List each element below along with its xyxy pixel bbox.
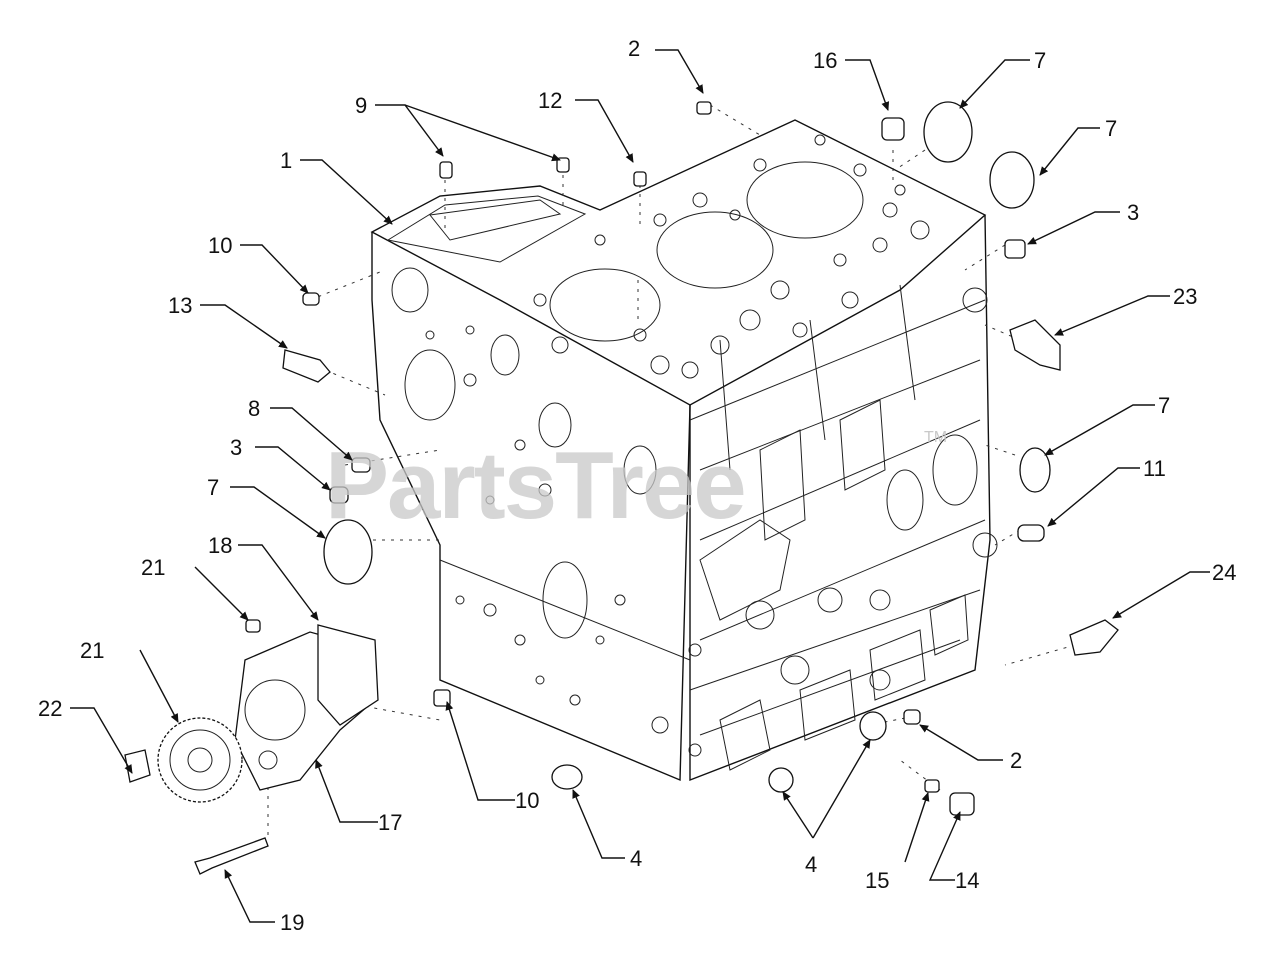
callout-5: 7 <box>1105 116 1117 141</box>
callout-7-left: 7 <box>207 475 219 500</box>
callout-15: 15 <box>865 868 889 893</box>
plug-4-c <box>859 711 887 741</box>
watermark-text: PartsTree <box>325 432 745 539</box>
plug-5 <box>989 151 1035 209</box>
switch-13 <box>282 349 331 383</box>
pin-9-left <box>439 161 453 179</box>
seal-7-left <box>323 519 373 585</box>
pin-10-upper <box>302 292 320 306</box>
plug-2-bottom <box>903 709 921 725</box>
bolt-14 <box>949 792 975 816</box>
callout-4-left: 4 <box>630 846 642 871</box>
bolt-19 <box>194 837 269 875</box>
callout-10-upper: 10 <box>208 233 232 258</box>
callout-12: 12 <box>538 88 562 113</box>
pin-9-right <box>556 157 570 173</box>
gear-20 <box>157 717 243 803</box>
plug-3-left <box>329 486 349 504</box>
callout-6: 7 <box>1158 393 1170 418</box>
plug-7-top <box>923 101 973 163</box>
callout-4-right: 4 <box>805 852 817 877</box>
callout-21: 21 <box>141 555 165 580</box>
callout-10-lower: 10 <box>515 788 539 813</box>
pin-21 <box>245 619 261 633</box>
nut-22 <box>124 749 151 783</box>
cylinder-block <box>370 119 998 782</box>
callout-1: 1 <box>280 148 292 173</box>
callout-7-top: 7 <box>1034 48 1046 73</box>
sensor-23 <box>1009 319 1061 371</box>
gasket-18 <box>317 624 379 726</box>
callout-labels: 2 16 7 7 3 23 7 11 24 12 9 1 10 13 8 3 7… <box>38 36 1236 935</box>
leader-lines <box>70 49 1210 923</box>
callout-23: 23 <box>1173 284 1197 309</box>
callout-14: 14 <box>955 868 979 893</box>
callout-2-bottom: 2 <box>1010 748 1022 773</box>
small-parts <box>124 101 1119 875</box>
plug-24 <box>1069 619 1119 656</box>
plug-6 <box>1019 447 1051 493</box>
callout-11: 11 <box>1143 456 1166 481</box>
plug-3-right <box>1004 239 1026 259</box>
callout-18: 18 <box>208 533 232 558</box>
callout-3-right: 3 <box>1127 200 1139 225</box>
callout-8: 8 <box>248 396 260 421</box>
plug-4-b <box>768 767 794 793</box>
plug-4-a <box>551 764 583 790</box>
pin-8 <box>351 457 371 473</box>
pin-12 <box>633 171 647 187</box>
callout-2-top: 2 <box>628 36 640 61</box>
callout-16: 16 <box>813 48 837 73</box>
callout-24: 24 <box>1212 560 1236 585</box>
callout-3-left: 3 <box>230 435 242 460</box>
cap-16 <box>881 117 905 141</box>
plug-2-top <box>696 101 712 115</box>
watermark-trademark: TM <box>924 429 947 446</box>
callout-19: 19 <box>280 910 304 935</box>
washer-15 <box>924 779 940 793</box>
callout-22: 22 <box>38 696 62 721</box>
pin-11 <box>1017 524 1045 542</box>
callout-17: 17 <box>378 810 402 835</box>
callout-9: 9 <box>355 93 367 118</box>
callout-13: 13 <box>168 293 192 318</box>
callout-20: 21 <box>80 638 104 663</box>
